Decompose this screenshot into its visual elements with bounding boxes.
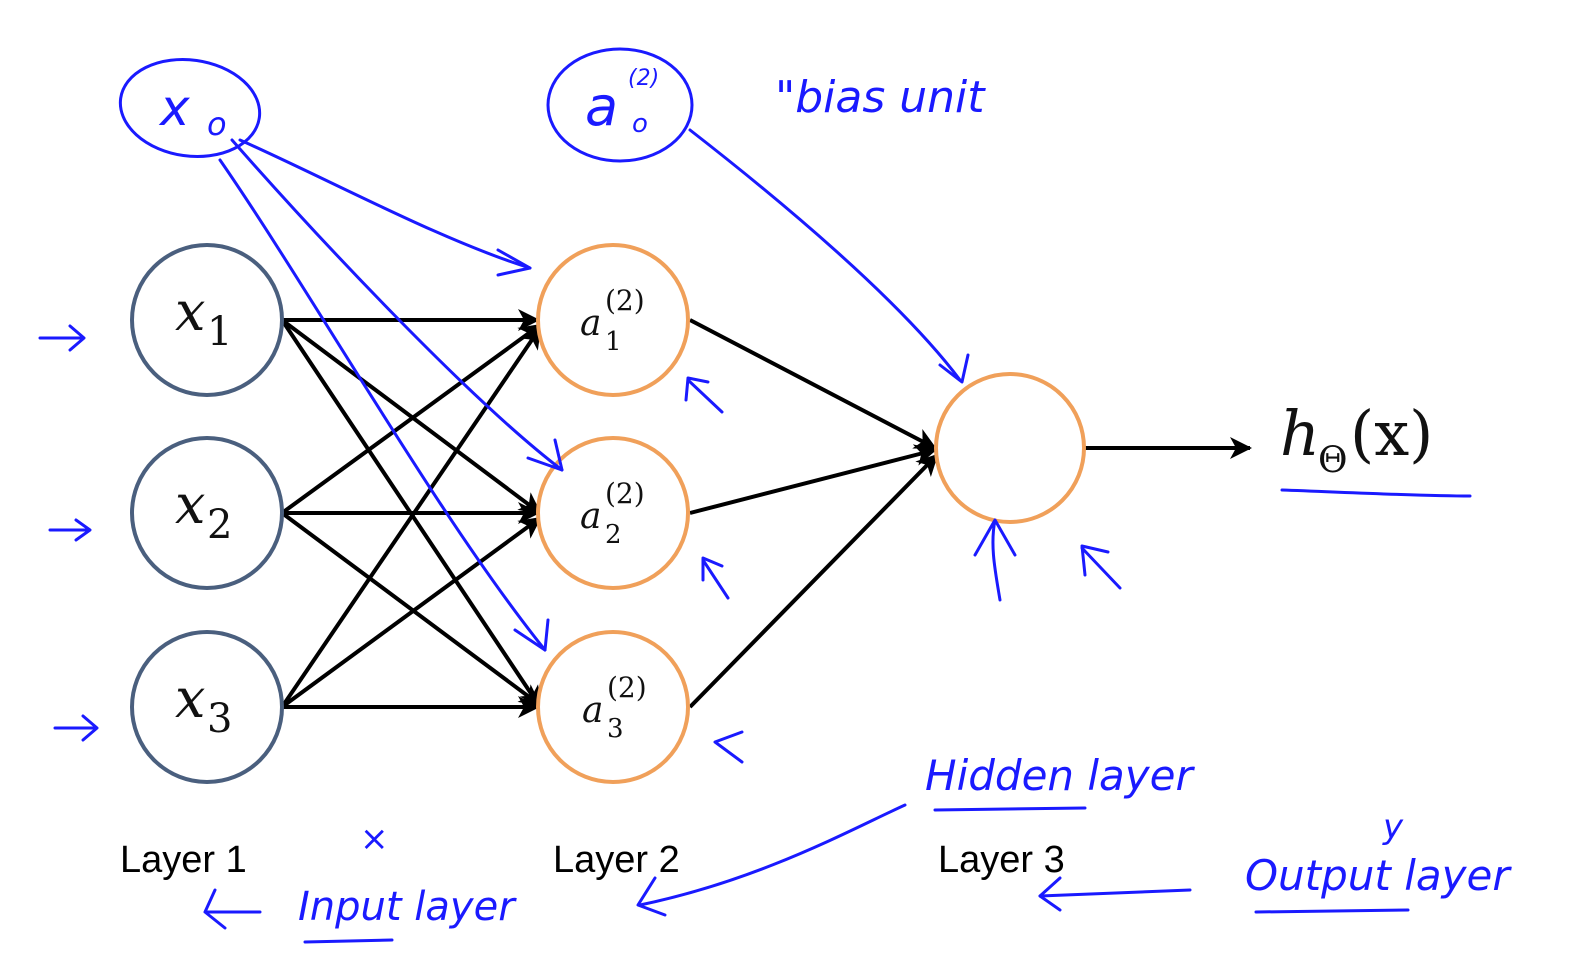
- hidden-node-2-sup: (2): [605, 477, 645, 510]
- hidden-layer-arrowhead: [636, 876, 667, 917]
- a0-sub: o: [632, 109, 648, 139]
- hidden-node-2-var: a: [580, 496, 601, 537]
- input-node-1-sub: 1: [207, 309, 232, 355]
- input-node-1-var: x: [175, 280, 205, 343]
- input-node-3: [130, 630, 284, 784]
- hidden-layer-nodes: a (2) 1 a (2) 2 a (2) 3: [536, 243, 690, 784]
- output-node: [934, 372, 1086, 524]
- x0-to-hidden2-arrowhead: [526, 438, 564, 472]
- x0-to-hidden1-arrow: [238, 138, 532, 270]
- output-layer-underline: [1254, 908, 1410, 914]
- hidden-node-2-sub: 2: [605, 520, 622, 550]
- hidden-node-1: [536, 243, 690, 397]
- handwritten-annotations: x o a (2) o "bias unit × Input la: [38, 47, 1512, 944]
- a0-to-output-arrowhead: [938, 353, 970, 384]
- hypothesis-h: h: [1280, 397, 1320, 470]
- input-hidden-edges: [280, 309, 542, 718]
- a0-var: a: [585, 75, 618, 138]
- hidden-layer-arrow: [638, 803, 907, 907]
- layer-2-label: Layer 2: [553, 839, 680, 881]
- output-layer-arrowhead: [1038, 876, 1062, 912]
- hidden-node-3-sub: 3: [607, 714, 624, 744]
- input-arrow-2: [48, 518, 92, 542]
- hidden-node-3-var: a: [582, 690, 603, 731]
- hypothesis-arg: (x): [1350, 397, 1433, 470]
- hypothesis-underline: [1280, 488, 1472, 498]
- layer-1-label: Layer 1: [120, 839, 247, 881]
- input-node-3-var: x: [175, 667, 205, 730]
- bias-unit-text: "bias unit: [775, 72, 986, 123]
- input-node-3-sub: 3: [207, 696, 232, 742]
- output-layer-text: Output layer: [1245, 851, 1512, 900]
- y-annotation: y: [1382, 807, 1404, 847]
- hidden-node-1-var: a: [580, 303, 601, 344]
- input-layer-arrow: [203, 888, 262, 930]
- x0-to-hidden3-arrowhead: [513, 618, 550, 652]
- input-node-2-sub: 2: [207, 502, 232, 548]
- input-layer-nodes: x 1 x 2 x 3: [130, 243, 284, 784]
- hidden-layer-text: Hidden layer: [925, 751, 1195, 800]
- x0-bias-circle: [118, 57, 262, 159]
- output-up-arrow-1: [973, 518, 1017, 602]
- hidden-node-1-sub: 1: [605, 327, 622, 357]
- output-up-arrow-2: [1080, 544, 1122, 590]
- hidden-node-3-sup: (2): [607, 671, 647, 704]
- output-layer-arrow: [1038, 888, 1192, 898]
- a0-to-output-arrow: [688, 128, 962, 382]
- input-node-1: [130, 243, 284, 397]
- hypothesis-label: h Θ (x): [1280, 397, 1472, 498]
- hidden-node-3: [536, 630, 690, 784]
- a0-sup: (2): [628, 66, 659, 91]
- hidden-node-1-sup: (2): [605, 284, 645, 317]
- x0-to-hidden3-arrow: [218, 158, 547, 652]
- input-arrow-1: [38, 324, 86, 352]
- a0-bias-circle: [546, 47, 694, 163]
- input-layer-underline: [303, 938, 394, 944]
- x0-to-hidden2-arrow: [230, 138, 564, 472]
- hidden-layer-underline: [933, 806, 1087, 812]
- hidden-up-arrow-1: [684, 376, 724, 414]
- x-mark: ×: [360, 819, 389, 859]
- hidden-up-arrow-2: [701, 556, 730, 600]
- input-arrow-3: [53, 714, 99, 742]
- x0-var: x: [158, 79, 190, 137]
- hypothesis-sub: Θ: [1318, 440, 1348, 481]
- hidden-output-edges: [688, 318, 1252, 709]
- layer-3-label: Layer 3: [938, 839, 1065, 881]
- hidden-node-2: [536, 436, 690, 590]
- hidden-up-arrow-3: [713, 730, 744, 764]
- input-node-2: [130, 436, 284, 590]
- input-layer-text: Input layer: [298, 884, 517, 930]
- input-node-2-var: x: [175, 473, 205, 536]
- x0-to-hidden1-arrowhead: [496, 248, 532, 277]
- x0-sub: o: [207, 105, 227, 143]
